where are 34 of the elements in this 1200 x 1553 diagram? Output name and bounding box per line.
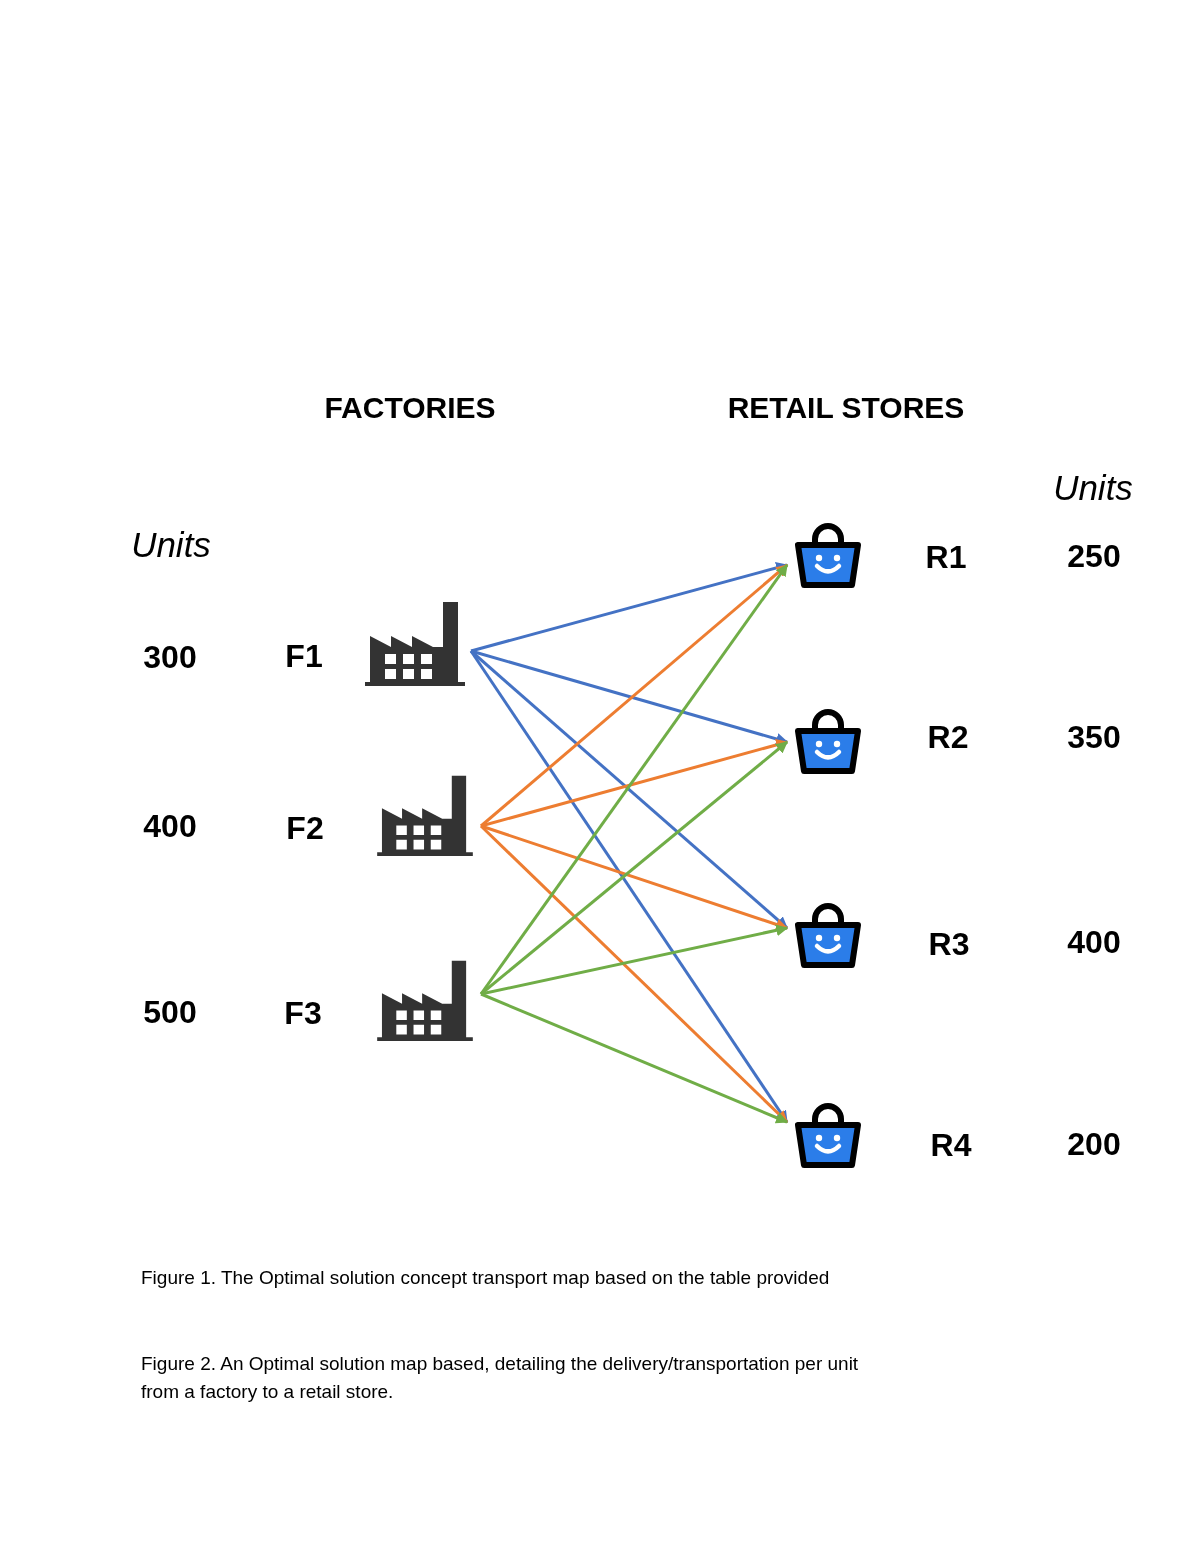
- factory-label: F1: [285, 637, 323, 676]
- demand-quantity: 200: [1067, 1125, 1121, 1164]
- store-label: R3: [928, 925, 970, 964]
- store-label: R4: [930, 1126, 972, 1165]
- arrow: [470, 649, 789, 745]
- arrow: [479, 824, 789, 1124]
- units-heading: Units: [1053, 466, 1133, 509]
- arrow: [480, 992, 789, 1124]
- arrow: [479, 564, 789, 995]
- shopping-basket-icon: [793, 520, 863, 590]
- figure-caption: Figure 2. An Optimal solution map based, detailing the delivery/transportation per unit from a factory to a retail store.: [141, 1352, 860, 1404]
- factory-label: F3: [284, 994, 322, 1033]
- units-heading: Units: [131, 523, 211, 566]
- demand-quantity: 350: [1067, 718, 1121, 757]
- store-label: R2: [927, 718, 969, 757]
- demand-quantity: 250: [1067, 537, 1121, 576]
- arrow: [470, 649, 788, 930]
- column-heading: FACTORIES: [324, 389, 496, 426]
- arrow: [480, 563, 788, 828]
- store-label: R1: [925, 538, 967, 577]
- shopping-basket-icon: [793, 1100, 863, 1170]
- figure-caption: Figure 1. The Optimal solution concept transport map based on the table provided: [141, 1266, 831, 1290]
- arrow: [480, 924, 789, 996]
- demand-quantity: 400: [1067, 923, 1121, 962]
- supply-quantity: 400: [143, 807, 197, 846]
- factory-label: F2: [286, 809, 324, 848]
- arrow: [480, 740, 788, 996]
- shopping-basket-icon: [793, 900, 863, 970]
- shopping-basket-icon: [793, 706, 863, 776]
- arrow: [469, 650, 789, 1123]
- supply-quantity: 300: [143, 638, 197, 677]
- supply-quantity: 500: [143, 993, 197, 1032]
- arrow: [480, 824, 789, 931]
- column-heading: RETAIL STORES: [727, 389, 965, 426]
